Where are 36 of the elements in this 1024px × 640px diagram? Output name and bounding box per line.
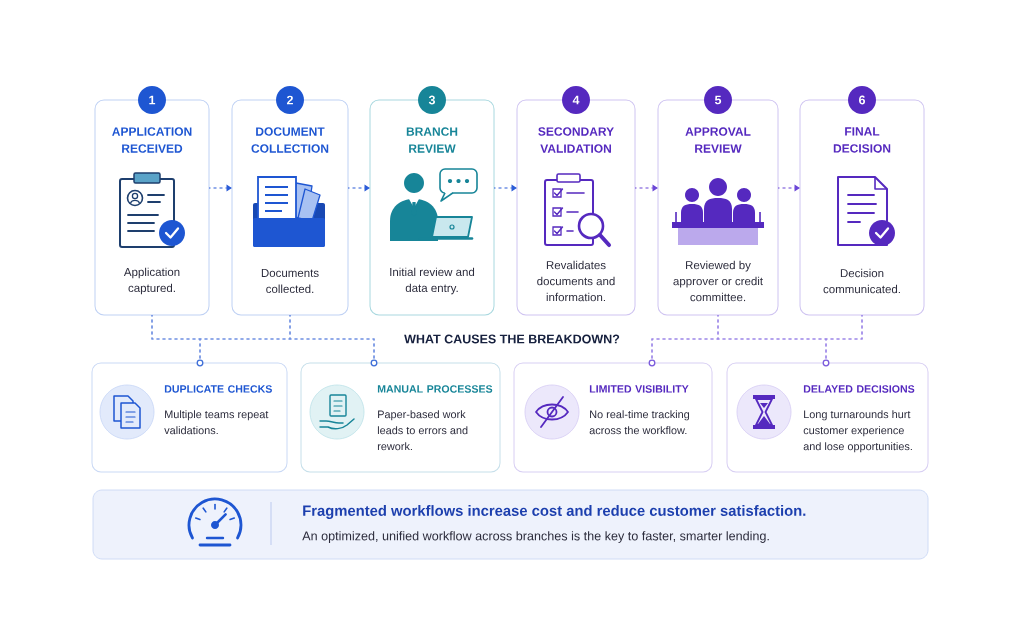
step-title: SECONDARY VALIDATION	[538, 127, 614, 153]
number-badge: 6	[848, 86, 876, 114]
step-title: FINAL DECISION	[833, 127, 891, 153]
cause-description: No real-time tracking across the workflow.	[589, 410, 690, 435]
step-description: Documents collected.	[261, 269, 319, 293]
cause-title: LIMITED VISIBILITY	[589, 385, 689, 393]
step-description: Reviewed by approver or credit committee.	[673, 260, 763, 302]
step-title: DOCUMENT COLLECTION	[251, 127, 329, 153]
cause-card	[513, 362, 713, 473]
cause-title: MANUAL PROCESSES	[377, 385, 493, 393]
connector-line	[825, 314, 863, 361]
number-badge: 1	[138, 86, 166, 114]
cause-title: DUPLICATE CHECKS	[164, 385, 272, 393]
number-badge: 4	[562, 86, 590, 114]
banner-text: An optimized, unified workflow across branches is the key to faster, smarter lending.	[302, 531, 769, 543]
number-badge: 5	[704, 86, 732, 114]
step-description: Decision communicated.	[823, 268, 900, 294]
step-title: APPROVAL REVIEW	[685, 127, 751, 153]
cause-card	[726, 362, 929, 473]
step-description: Revalidates documents and information.	[537, 260, 615, 302]
step-title: BRANCH REVIEW	[406, 127, 458, 153]
banner-heading: Fragmented workflows increase cost and reduce customer satisfaction.	[303, 505, 806, 519]
cause-card	[300, 362, 501, 473]
summary-banner	[92, 489, 929, 560]
step-description: Initial review and data entry.	[390, 267, 475, 295]
step-description: Application captured.	[123, 267, 180, 295]
step-title: APPLICATION RECEIVED	[112, 127, 192, 153]
cause-title: DELAYED DECISIONS	[803, 385, 915, 393]
number-badge: 3	[418, 86, 446, 114]
number-badge: 2	[276, 86, 304, 114]
cause-card	[91, 362, 288, 473]
section-heading: WHAT CAUSES THE BREAKDOWN?	[402, 332, 622, 346]
cause-description: Paper-based work leads to errors and rework.	[377, 410, 468, 451]
connector-line	[289, 314, 375, 361]
cause-description: Long turnarounds hurt customer experience and lose opportunities.	[803, 410, 912, 453]
cause-description: Multiple teams repeat validations.	[164, 410, 269, 435]
